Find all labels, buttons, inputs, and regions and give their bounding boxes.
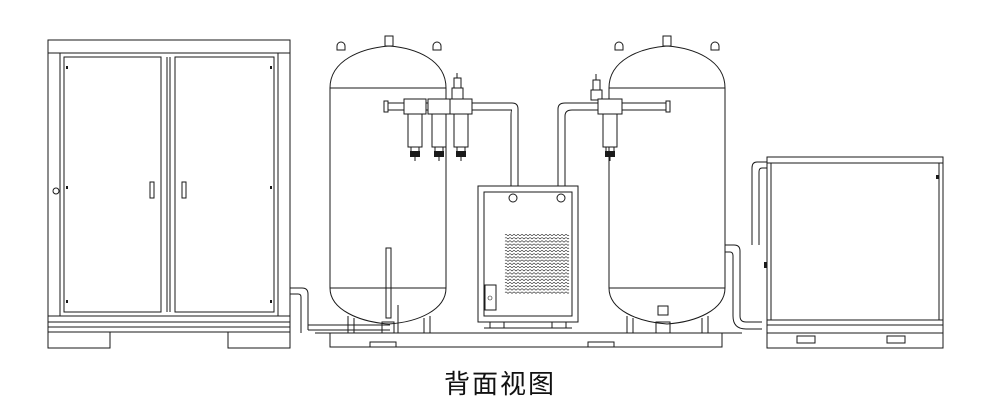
air-storage-tank-right <box>609 36 725 333</box>
filter-assembly-left <box>384 73 518 194</box>
cabinet-foot-right <box>228 332 290 348</box>
grille-line <box>505 276 569 277</box>
cabinet-left-door[interactable] <box>64 57 161 312</box>
grille-line <box>505 270 569 271</box>
refrigerated-dryer <box>478 186 578 328</box>
grille-line <box>505 244 569 245</box>
filter-assembly-right <box>558 74 670 194</box>
ventilation-grille <box>505 234 569 293</box>
dryer-inlet-port <box>509 194 517 202</box>
filter-2 <box>428 99 450 161</box>
grille-line <box>505 238 569 239</box>
grille-line <box>505 266 569 267</box>
grille-line <box>505 247 569 248</box>
grille-line <box>505 234 569 235</box>
grille-line <box>505 260 569 261</box>
grille-line <box>505 282 569 283</box>
air-compressor <box>764 157 943 348</box>
cabinet-foot-left <box>48 332 110 348</box>
cabinet-lock-icon <box>53 188 59 194</box>
connecting-piping <box>290 162 767 333</box>
grille-line <box>505 263 569 264</box>
grille-line <box>505 250 569 251</box>
grille-line <box>505 241 569 242</box>
skid-base <box>315 333 742 347</box>
grille-line <box>505 292 569 293</box>
cabinet-right-door[interactable] <box>175 57 274 312</box>
grille-line <box>505 254 569 255</box>
grille-line <box>505 289 569 290</box>
dryer-outlet-port <box>557 194 565 202</box>
grille-line <box>505 273 569 274</box>
filter-3 <box>450 99 472 161</box>
grille-line <box>505 257 569 258</box>
cabinet-hinges <box>66 66 272 303</box>
air-storage-tank-left <box>330 36 446 333</box>
filter-1 <box>404 99 426 161</box>
grille-line <box>505 279 569 280</box>
electrical-cabinet <box>48 40 290 348</box>
dryer-panel-switch[interactable] <box>485 285 496 310</box>
filter-4 <box>598 99 622 161</box>
view-caption: 背面视图 <box>443 370 556 400</box>
grille-line <box>505 286 569 287</box>
